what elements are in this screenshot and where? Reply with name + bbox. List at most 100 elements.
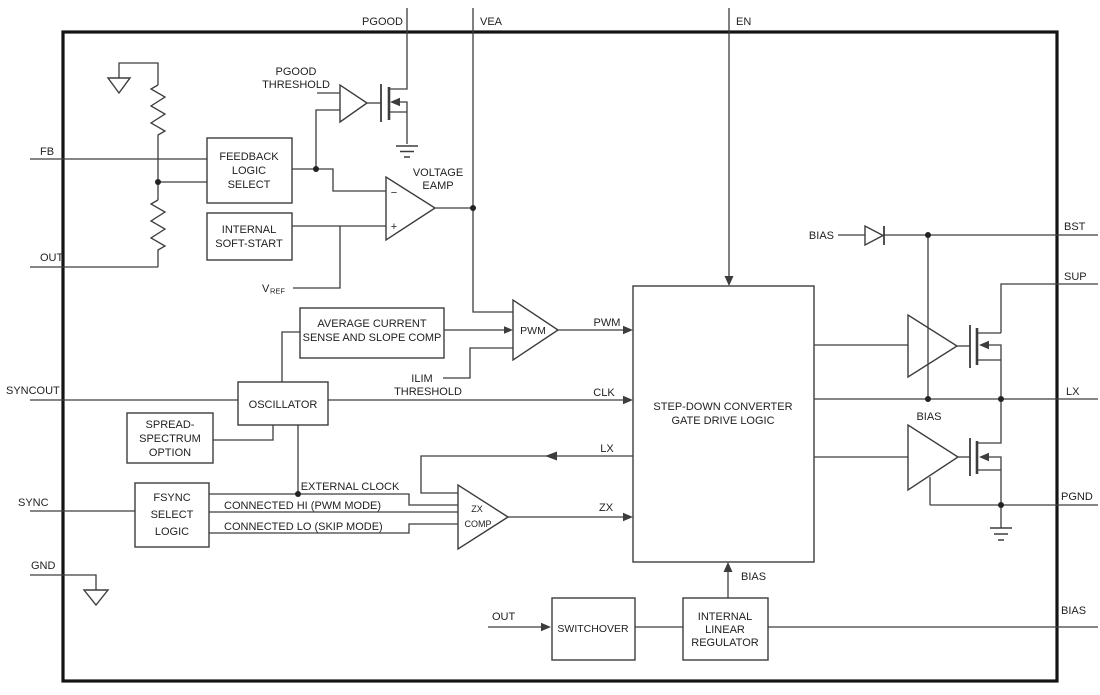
lx-feedback-net: [420, 455, 633, 494]
pin-label-lx: LX: [1066, 386, 1080, 398]
external-clock-dot: [295, 491, 301, 497]
divider-resistor-top: [149, 84, 167, 200]
label-out-switchover: OUT: [492, 611, 516, 623]
block-gatedrive-line2: GATE DRIVE LOGIC: [671, 415, 774, 427]
block-spread-line3: OPTION: [149, 447, 191, 459]
block-oscillator-label: OSCILLATOR: [249, 399, 318, 411]
high-side-mosfet: [969, 325, 989, 368]
pgood-mosfet: [380, 84, 418, 158]
block-internal-soft-start: [206, 212, 293, 261]
block-feedback-line2: LOGIC: [232, 165, 266, 177]
eamp-minus-sign: −: [391, 187, 397, 199]
label-vref: V: [262, 283, 270, 295]
block-rects: [126, 137, 815, 661]
block-switchover-label: SWITCHOVER: [557, 623, 629, 635]
label-external-clock: EXTERNAL CLOCK: [301, 481, 400, 493]
label-ilim-line2: THRESHOLD: [394, 386, 462, 398]
label-bias-regulator: BIAS: [741, 571, 766, 583]
hs-mosfet-body-arrow-icon: [979, 340, 989, 350]
ilim-threshold-wire: [443, 347, 513, 379]
block-regulator-line1: INTERNAL: [698, 611, 752, 623]
pin-label-bias: BIAS: [1061, 605, 1086, 617]
signal-label-zx: ZX: [599, 502, 614, 514]
pin-label-syncout: SYNCOUT: [6, 385, 60, 397]
pgnd-node-dot: [998, 502, 1004, 508]
label-bias-low-driver: BIAS: [916, 411, 941, 423]
low-side-mosfet: [969, 438, 1012, 541]
vref-wire: [293, 226, 341, 289]
pin-label-sync: SYNC: [18, 497, 49, 509]
label-vref-subscript: REF: [270, 287, 285, 296]
feedback-node-dot: [313, 166, 319, 172]
label-connected-lo: CONNECTED LO (SKIP MODE): [224, 521, 383, 533]
block-spread-line2: SPECTRUM: [139, 433, 201, 445]
label-voltage-eamp-line2: EAMP: [422, 180, 453, 192]
gnd-net: [30, 574, 97, 590]
block-fsync-line1: FSYNC: [153, 492, 190, 504]
arrowheads: [504, 276, 734, 632]
pwm-arrow-icon: [623, 325, 633, 335]
signal-label-clk: CLK: [593, 387, 615, 399]
block-fsync-line3: LOGIC: [155, 526, 189, 538]
pgood-ground-icon: [396, 145, 418, 158]
block-softstart-line2: SOFT-START: [215, 238, 283, 250]
label-pgood-threshold-line1: PGOOD: [276, 66, 317, 78]
block-feedback-line3: SELECT: [228, 179, 271, 191]
junction-dots: [155, 166, 1004, 508]
block-spread-line1: SPREAD-: [146, 419, 195, 431]
gnd-pin-ground-triangle-icon: [82, 589, 110, 607]
bias-up-arrow-icon: [723, 562, 733, 572]
wires: [30, 8, 1098, 628]
avg-arrow-icon: [504, 326, 513, 334]
eamp-plus-sign: +: [391, 221, 397, 233]
pin-label-out: OUT: [40, 252, 64, 264]
sup-net: [1000, 283, 1098, 333]
bias-bst-diode: [864, 224, 885, 247]
label-zx-comp-line2: COMP: [465, 519, 492, 529]
external-clock-net: [209, 493, 458, 506]
low-side-gate-driver: [907, 423, 960, 492]
divider-ground-wire: [118, 62, 159, 85]
label-voltage-eamp-line1: VOLTAGE: [413, 167, 463, 179]
label-bias-diode: BIAS: [809, 230, 834, 242]
out-arrow-icon: [541, 622, 551, 632]
pgood-comparator: [339, 83, 369, 124]
clk-arrow-icon: [623, 395, 633, 405]
lx-arrow-icon: [545, 451, 557, 461]
voltage-error-amplifier: [385, 175, 437, 242]
ls-mosfet-body-arrow-icon: [979, 452, 989, 462]
block-avgcurrent-line1: AVERAGE CURRENT: [317, 318, 426, 330]
pin-label-en: EN: [736, 16, 751, 28]
pgood-mosfet-body-arrow-icon: [390, 97, 400, 107]
hs-body-tie: [988, 344, 1002, 399]
divider-resistor-bottom: [149, 199, 167, 267]
zx-comparator: [457, 483, 510, 551]
pin-label-vea: VEA: [480, 16, 503, 28]
en-arrow-icon: [724, 276, 734, 286]
divider-ground-triangle-icon: [106, 77, 132, 95]
ls-drain-stub: [977, 399, 1002, 444]
label-ilim-line1: ILIM: [411, 373, 432, 385]
ic-boundary: [61, 30, 1059, 683]
ls-body-tie: [988, 456, 1002, 505]
feedback-to-comparator-wire: [315, 109, 340, 169]
high-side-gate-driver: [907, 313, 959, 379]
bst-node-dot: [925, 232, 931, 238]
pgnd-ground-icon: [990, 527, 1012, 541]
pin-label-pgood: PGOOD: [362, 16, 403, 28]
feedback-to-eamp-wire: [292, 168, 386, 192]
vea-node-dot: [470, 205, 476, 211]
block-gatedrive-line1: STEP-DOWN CONVERTER: [653, 401, 792, 413]
connected-lo-net: [209, 523, 458, 534]
block-internal-linear-regulator: [682, 597, 769, 661]
signal-label-pwm: PWM: [594, 317, 621, 329]
osc-to-avg-wire: [281, 331, 300, 382]
label-zx-comp-line1: ZX: [471, 504, 483, 514]
block-feedback-line1: FEEDBACK: [219, 151, 279, 163]
block-average-current-sense: [299, 307, 445, 359]
block-avgcurrent-line2: SENSE AND SLOPE COMP: [303, 332, 442, 344]
pin-label-pgnd: PGND: [1061, 491, 1093, 503]
block-oscillator: [237, 381, 329, 426]
block-regulator-line2: LINEAR: [705, 624, 745, 636]
